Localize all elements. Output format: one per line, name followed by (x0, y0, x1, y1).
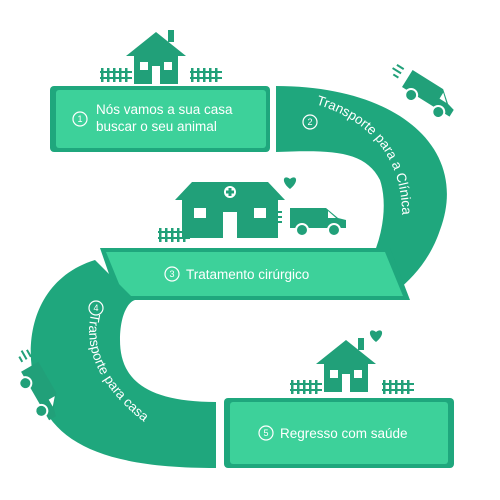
step-1-label-line1: Nós vamos a sua casa (96, 102, 233, 117)
fence-icon (158, 228, 190, 242)
fence-icon (382, 380, 414, 394)
fence-icon (190, 68, 222, 82)
house-icon (126, 30, 186, 84)
step-1-number: 1 (77, 114, 82, 124)
heart-icon (369, 330, 383, 342)
step-5-number: 5 (263, 428, 268, 438)
step-4-number-badge (88, 300, 104, 316)
step-4-number: 4 (93, 303, 98, 313)
step-1-number-badge (72, 111, 88, 127)
fence-icon (290, 380, 322, 394)
road-segment-2 (276, 86, 447, 290)
step-2-number: 2 (307, 117, 312, 127)
step-1-label-line2: buscar o seu animal (96, 119, 217, 134)
step-2-number-badge (302, 114, 318, 130)
step-3-number-badge (164, 266, 180, 282)
heart-icon (283, 177, 297, 189)
step-3-label: Tratamento cirúrgico (186, 267, 309, 282)
van-icon (271, 207, 347, 237)
step-5-number-badge (258, 425, 274, 441)
road-segment-4 (30, 260, 216, 468)
clinic-icon (175, 182, 285, 238)
fence-icon (100, 68, 132, 82)
step-3-number: 3 (169, 269, 174, 279)
house-icon (316, 338, 376, 392)
step-5-label: Regresso com saúde (280, 426, 408, 441)
